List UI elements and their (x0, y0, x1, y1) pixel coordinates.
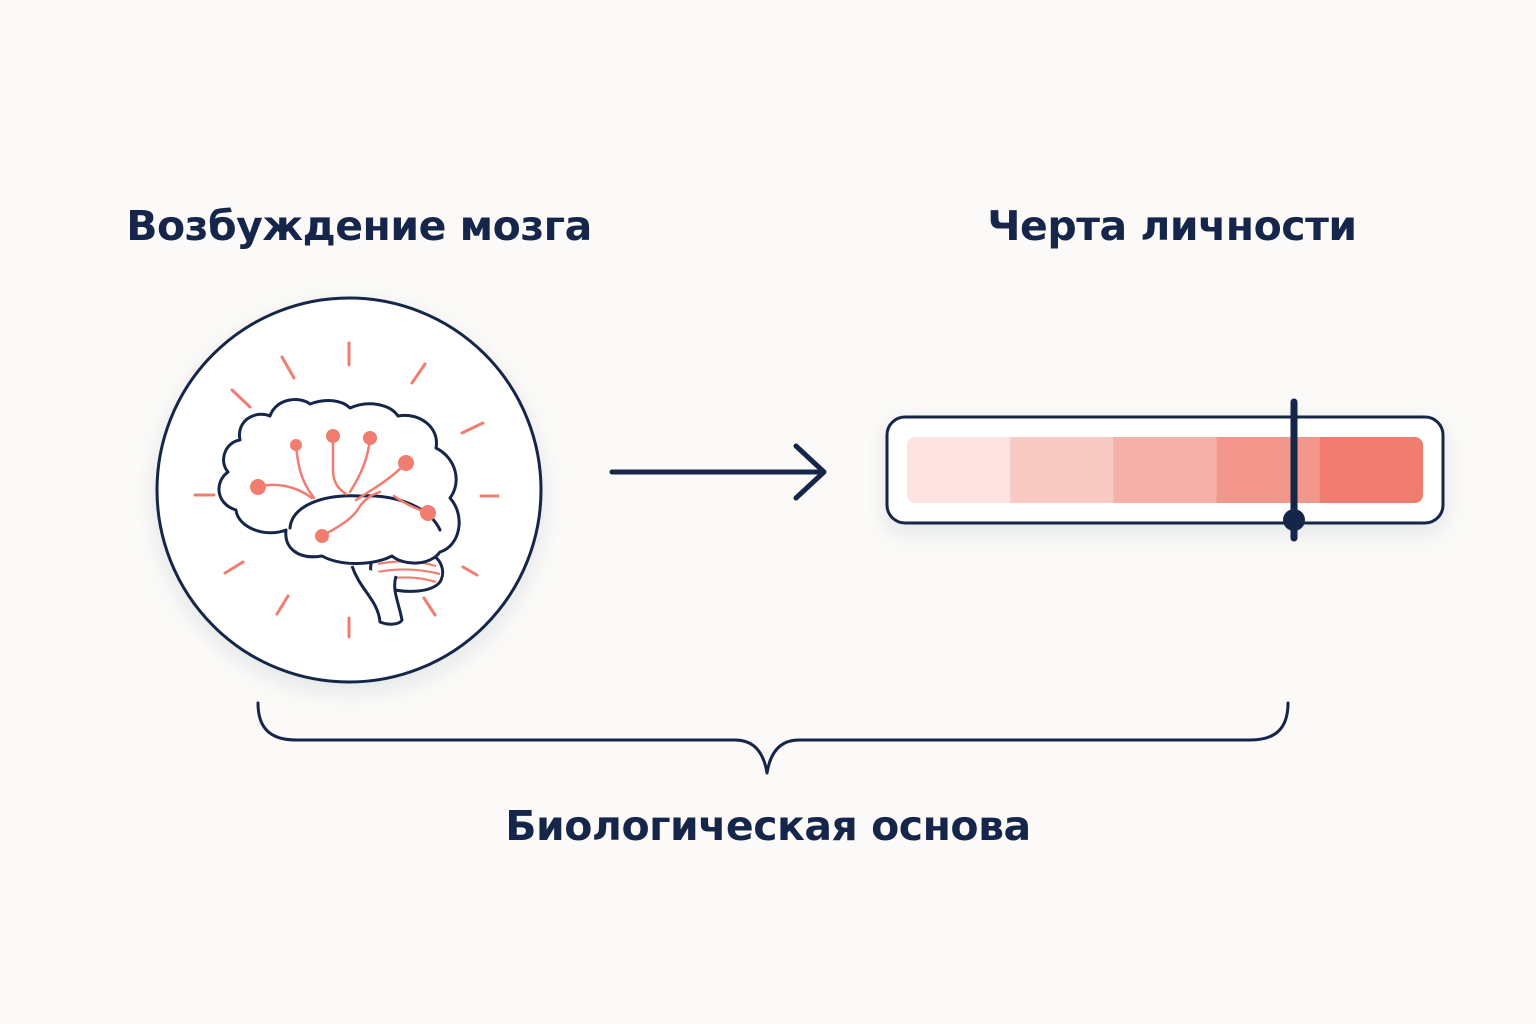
trait-level-marker (1283, 398, 1305, 542)
brain-arousal-label: Возбуждение мозга (126, 202, 592, 250)
cerebrum-icon (217, 398, 461, 565)
trait-scale-segment (907, 437, 1011, 503)
curly-brace-icon (256, 701, 1290, 775)
trait-scale-segment (1113, 437, 1218, 503)
trait-scale-segment (1216, 437, 1321, 503)
trait-gradient-bar (907, 437, 1423, 503)
personality-trait-scale (885, 398, 1445, 542)
trait-marker-dot (1283, 509, 1305, 531)
trait-scale-segment (1319, 437, 1423, 503)
brain-icon (155, 296, 543, 684)
brain-stem-icon (350, 565, 404, 626)
arrow-right-icon (609, 443, 827, 501)
neuron-nodes-icon (250, 429, 436, 543)
arousal-rays-icon (193, 341, 500, 639)
biological-basis-label: Биологическая основа (505, 802, 1031, 850)
personality-trait-label: Черта личности (987, 202, 1357, 250)
trait-scale-segment (1010, 437, 1114, 503)
